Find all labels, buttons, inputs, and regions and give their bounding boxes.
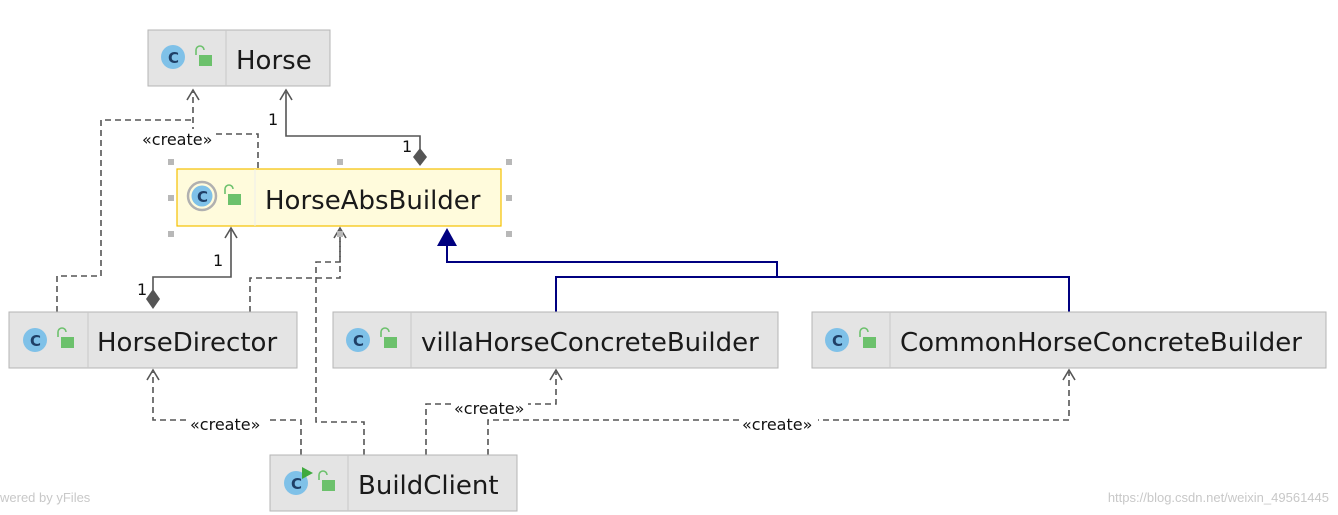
class-horse-abs-builder[interactable]: C HorseAbsBuilder	[168, 159, 512, 237]
composition-director-builder	[146, 226, 238, 309]
class-name: CommonHorseConcreteBuilder	[900, 328, 1302, 358]
dependency-director-horse	[56, 119, 193, 312]
class-icon	[23, 328, 47, 352]
class-icon	[346, 328, 370, 352]
inheritance-arrowhead	[437, 228, 457, 246]
dependency-client-director	[146, 368, 302, 455]
class-icon	[825, 328, 849, 352]
class-common-horse-concrete-builder[interactable]: C CommonHorseConcreteBuilder	[811, 311, 1327, 369]
unlocked-icon	[318, 470, 335, 491]
create-label-villa: «create»	[454, 399, 524, 418]
dependency-director-builder	[249, 230, 341, 312]
composition-builder-horse	[279, 88, 427, 166]
dependency-builder-horse	[186, 88, 259, 168]
class-name: HorseAbsBuilder	[265, 186, 481, 216]
inheritance-line-villa	[555, 276, 1070, 312]
create-label-director: «create»	[190, 415, 260, 434]
class-build-client[interactable]: C BuildClient	[269, 454, 518, 512]
create-label-common: «create»	[742, 415, 812, 434]
selection-handles[interactable]	[168, 159, 512, 237]
svg-text:C: C	[832, 332, 843, 350]
unlocked-icon	[195, 45, 212, 66]
class-icon	[161, 45, 185, 69]
relation-labels: «create» 1 1 1 1 «create» «create» «crea…	[137, 110, 818, 434]
run-icon	[302, 467, 313, 479]
class-villa-horse-concrete-builder[interactable]: C villaHorseConcreteBuilder	[332, 311, 779, 369]
class-horse[interactable]: C Horse	[147, 29, 331, 87]
abstract-class-icon	[186, 180, 218, 212]
svg-text:C: C	[30, 332, 41, 350]
svg-text:C: C	[291, 475, 302, 493]
unlocked-icon	[380, 327, 397, 348]
class-name: HorseDirector	[97, 328, 277, 358]
multiplicity-horse-top: 1	[268, 110, 278, 129]
inheritance-lines	[437, 228, 1070, 312]
svg-text:C: C	[168, 49, 179, 67]
composition-diamond-director	[146, 289, 160, 309]
multiplicity-director-diamond: 1	[137, 280, 147, 299]
unlocked-icon	[57, 327, 74, 348]
dependency-client-common	[487, 368, 1076, 455]
composition-diamond-builder	[413, 148, 427, 166]
inheritance-line-trunk	[446, 244, 778, 277]
class-name: villaHorseConcreteBuilder	[421, 328, 759, 358]
source-url-watermark: https://blog.csdn.net/weixin_49561445	[1108, 490, 1329, 505]
yfiles-watermark: wered by yFiles	[0, 490, 91, 505]
multiplicity-builder-top: 1	[213, 251, 223, 270]
unlocked-icon	[859, 327, 876, 348]
unlocked-icon	[224, 184, 241, 205]
svg-text:C: C	[197, 188, 208, 206]
multiplicity-horse-diamond: 1	[402, 137, 412, 156]
svg-text:C: C	[353, 332, 364, 350]
dependency-client-builder	[315, 226, 365, 455]
class-horse-director[interactable]: C HorseDirector	[8, 311, 298, 369]
create-label-top: «create»	[142, 130, 212, 149]
class-name: BuildClient	[358, 471, 499, 501]
class-name: Horse	[236, 46, 312, 76]
